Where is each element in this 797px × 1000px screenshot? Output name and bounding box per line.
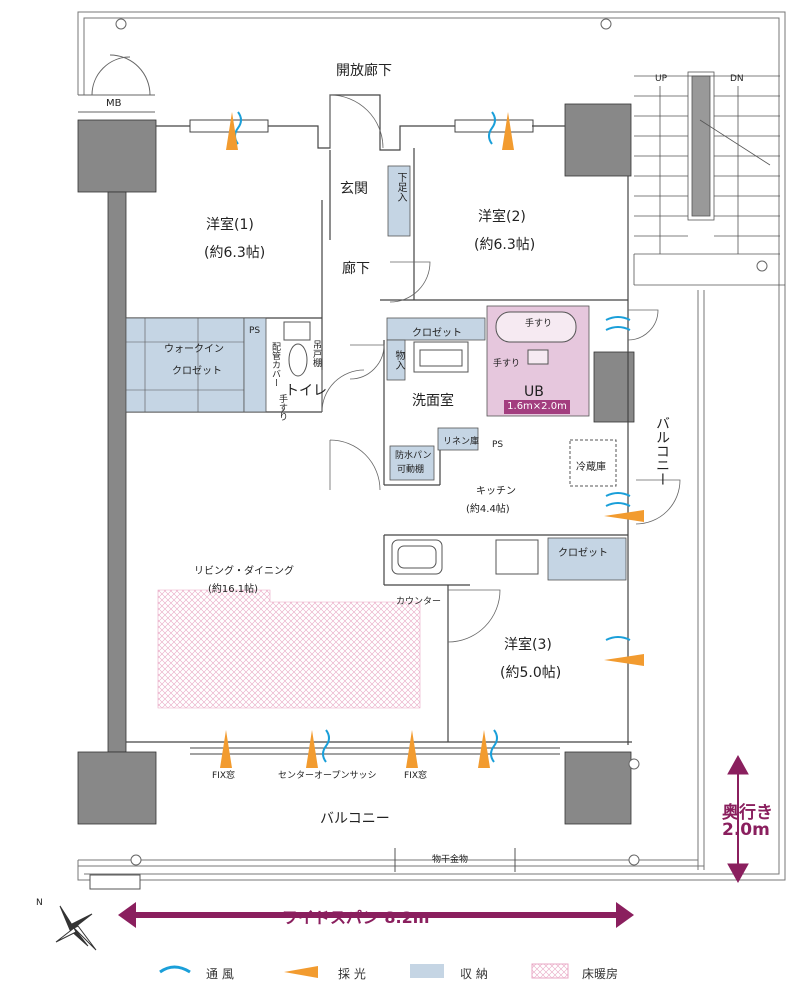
room2-size: (約6.3帖) (474, 237, 536, 253)
clothes-pole-label: 物干金物 (432, 855, 469, 865)
storage-areas (125, 165, 627, 581)
fix-window2-label: FIX窓 (404, 771, 427, 781)
stairs (633, 71, 785, 286)
compass-icon (55, 905, 97, 951)
waterpan-line2: 可動棚 (397, 465, 425, 475)
daylight-icon (284, 966, 318, 978)
daylight-markers (220, 112, 644, 768)
room2-name: 洋室(2) (478, 209, 526, 225)
legend-floor-heating: 床暖房 (582, 967, 619, 981)
ps2-label: PS (492, 440, 504, 450)
bath-handrail-b: 手すり (493, 359, 521, 369)
ps-label: PS (249, 326, 261, 336)
toilet-handrail-label: 手すり (277, 394, 287, 421)
fridge-label: 冷蔵庫 (576, 462, 606, 473)
stairs-up-label: UP (655, 74, 668, 84)
floor-heating-swatch (531, 963, 569, 979)
depth-arrow (727, 754, 749, 884)
widespan-label: ワイドスパン 8.2m (282, 908, 430, 927)
legend-ventilation: 通 風 (206, 967, 234, 981)
depth-line1: 奥行き (722, 803, 773, 823)
living-name: リビング・ダイニング (194, 566, 294, 577)
room3-name: 洋室(3) (504, 637, 552, 653)
hallway-label: 廊下 (342, 261, 370, 277)
ventilation-markers (234, 111, 631, 763)
mb-area (78, 54, 155, 113)
entrance-label: 玄関 (340, 181, 368, 197)
widespan-arrow (118, 902, 634, 928)
corridor-label: 開放廊下 (336, 63, 392, 79)
shoe-storage-label: 下足入 (395, 172, 406, 202)
bathtub (495, 311, 577, 343)
counter-label: カウンター (396, 597, 442, 607)
closet-label: クロゼット (412, 328, 462, 339)
room3-size: (約5.0帖) (500, 665, 562, 681)
walls (77, 103, 635, 825)
storage-label: 物入 (393, 350, 404, 370)
walkin-closet-line2: クロゼット (172, 366, 222, 377)
room1-size: (約6.3帖) (204, 245, 266, 261)
building-outline (77, 11, 786, 890)
depth-line2: 2.0m (722, 820, 770, 840)
doors (321, 94, 681, 643)
floor-heating-area (157, 589, 421, 709)
kitchen-size: (約4.4帖) (466, 504, 510, 515)
south-window (190, 741, 560, 755)
stairs-down-label: DN (730, 74, 744, 84)
kitchen-name: キッチン (476, 486, 516, 497)
ub-shower (527, 349, 549, 365)
legend-storage: 収 納 (460, 967, 488, 981)
storage-swatch (410, 964, 444, 978)
ub-size-badge: 1.6m×2.0m (504, 400, 570, 414)
kitchen-fixtures (391, 439, 617, 575)
room1-name: 洋室(1) (206, 217, 254, 233)
linen-label: リネン庫 (443, 437, 480, 447)
ventilation-icon (159, 965, 191, 974)
north-label: N (36, 898, 43, 908)
living-size: (約16.1帖) (208, 584, 259, 595)
walkin-closet-line1: ウォークイン (164, 344, 224, 355)
toilet-label: トイレ (285, 383, 327, 399)
legend-swatches (159, 963, 569, 979)
storage-inner-lines (126, 318, 244, 412)
mb-label: MB (106, 98, 122, 109)
legend-daylight: 採 光 (338, 967, 366, 981)
south-balcony-label: バルコニー (320, 811, 390, 827)
side-balcony-label: バルコニー (654, 416, 670, 486)
side-balcony (78, 290, 705, 870)
cabinet-label: 吊戸棚 (311, 340, 321, 367)
center-sash-label: センターオープンサッシ (278, 771, 377, 781)
washroom-label: 洗面室 (412, 393, 454, 409)
clothes-pole (394, 848, 516, 872)
bath-handrail-a: 手すり (525, 319, 553, 329)
toilet-fixtures (283, 321, 469, 377)
waterpan-line1: 防水パン (395, 451, 432, 461)
balcony-posts (115, 18, 768, 866)
closet2-label: クロゼット (558, 548, 608, 559)
pipe-cover-label: 配管カバー (270, 342, 280, 387)
fix-window1-label: FIX窓 (212, 771, 235, 781)
ub-label: UB (524, 384, 544, 400)
